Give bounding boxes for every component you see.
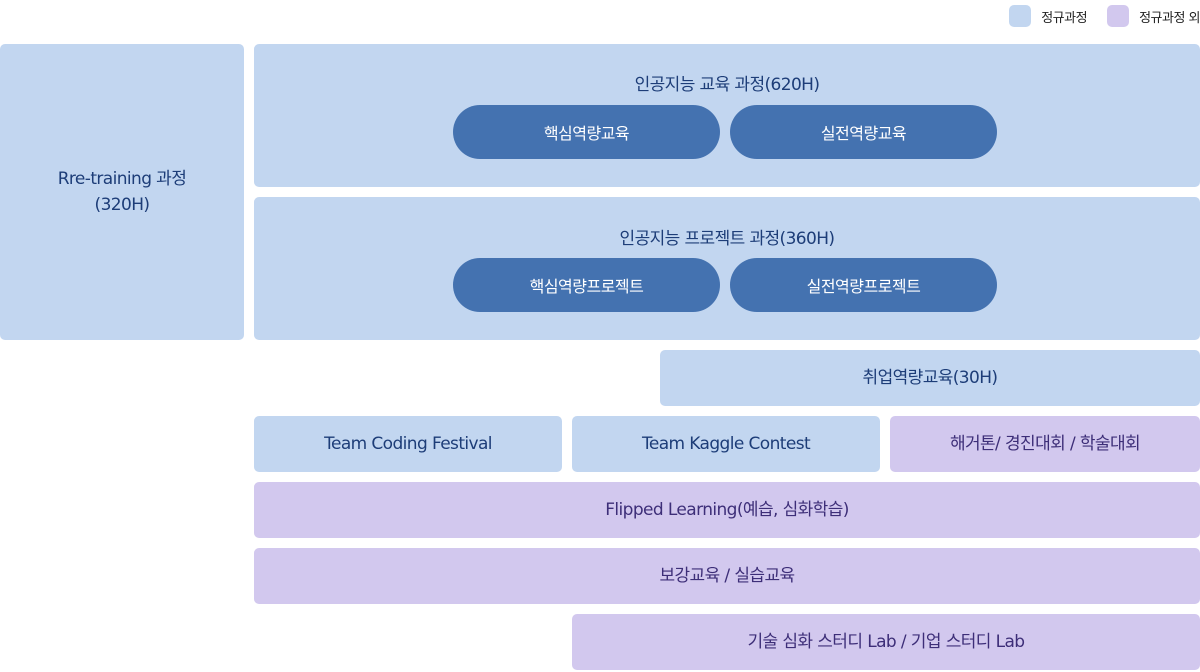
core-competency-education-pill: 핵심역량교육 — [453, 105, 720, 159]
supplementary-education-box: 보강교육 / 실습교육 — [254, 548, 1200, 604]
supplementary-education-label: 보강교육 / 실습교육 — [659, 566, 795, 586]
flipped-learning-label: Flipped Learning(예습, 심화학습) — [605, 500, 849, 520]
team-coding-festival-label: Team Coding Festival — [324, 434, 492, 454]
flipped-learning-box: Flipped Learning(예습, 심화학습) — [254, 482, 1200, 538]
legend-regular: 정규과정 — [1009, 5, 1088, 27]
core-competency-project-pill: 핵심역량프로젝트 — [453, 258, 720, 312]
ai-project-course-group: 인공지능 프로젝트 과정(360H) 핵심역량프로젝트 실전역량프로젝트 — [254, 197, 1200, 340]
retraining-course-label: Rre-training 과정 (320H) — [57, 169, 187, 215]
study-lab-label: 기술 심화 스터디 Lab / 기업 스터디 Lab — [747, 632, 1026, 652]
legend-regular-label: 정규과정 — [1041, 10, 1088, 26]
legend-non-regular: 정규과정 외 — [1107, 5, 1200, 27]
legend: 정규과정 정규과정 외 — [1009, 4, 1200, 28]
legend-regular-swatch — [1009, 5, 1032, 27]
practical-competency-project-pill: 실전역량프로젝트 — [730, 258, 997, 312]
legend-non-regular-swatch — [1107, 5, 1130, 27]
employment-education-label: 취업역량교육(30H) — [862, 368, 999, 388]
ai-education-course-group: 인공지능 교육 과정(620H) 핵심역량교육 실전역량교육 — [254, 44, 1200, 187]
practical-competency-education-pill: 실전역량교육 — [730, 105, 997, 159]
team-coding-festival-box: Team Coding Festival — [254, 416, 562, 472]
legend-non-regular-label: 정규과정 외 — [1139, 10, 1200, 26]
team-kaggle-contest-box: Team Kaggle Contest — [572, 416, 880, 472]
hackathon-contest-box: 해거톤/ 경진대회 / 학술대회 — [890, 416, 1200, 472]
employment-education-box: 취업역량교육(30H) — [660, 350, 1200, 406]
ai-education-course-title: 인공지능 교육 과정(620H) — [634, 75, 820, 95]
retraining-course-box: Rre-training 과정 (320H) — [0, 44, 244, 340]
study-lab-box: 기술 심화 스터디 Lab / 기업 스터디 Lab — [572, 614, 1200, 670]
team-kaggle-contest-label: Team Kaggle Contest — [641, 434, 811, 454]
hackathon-contest-label: 해거톤/ 경진대회 / 학술대회 — [949, 434, 1141, 454]
ai-project-course-title: 인공지능 프로젝트 과정(360H) — [619, 229, 836, 249]
